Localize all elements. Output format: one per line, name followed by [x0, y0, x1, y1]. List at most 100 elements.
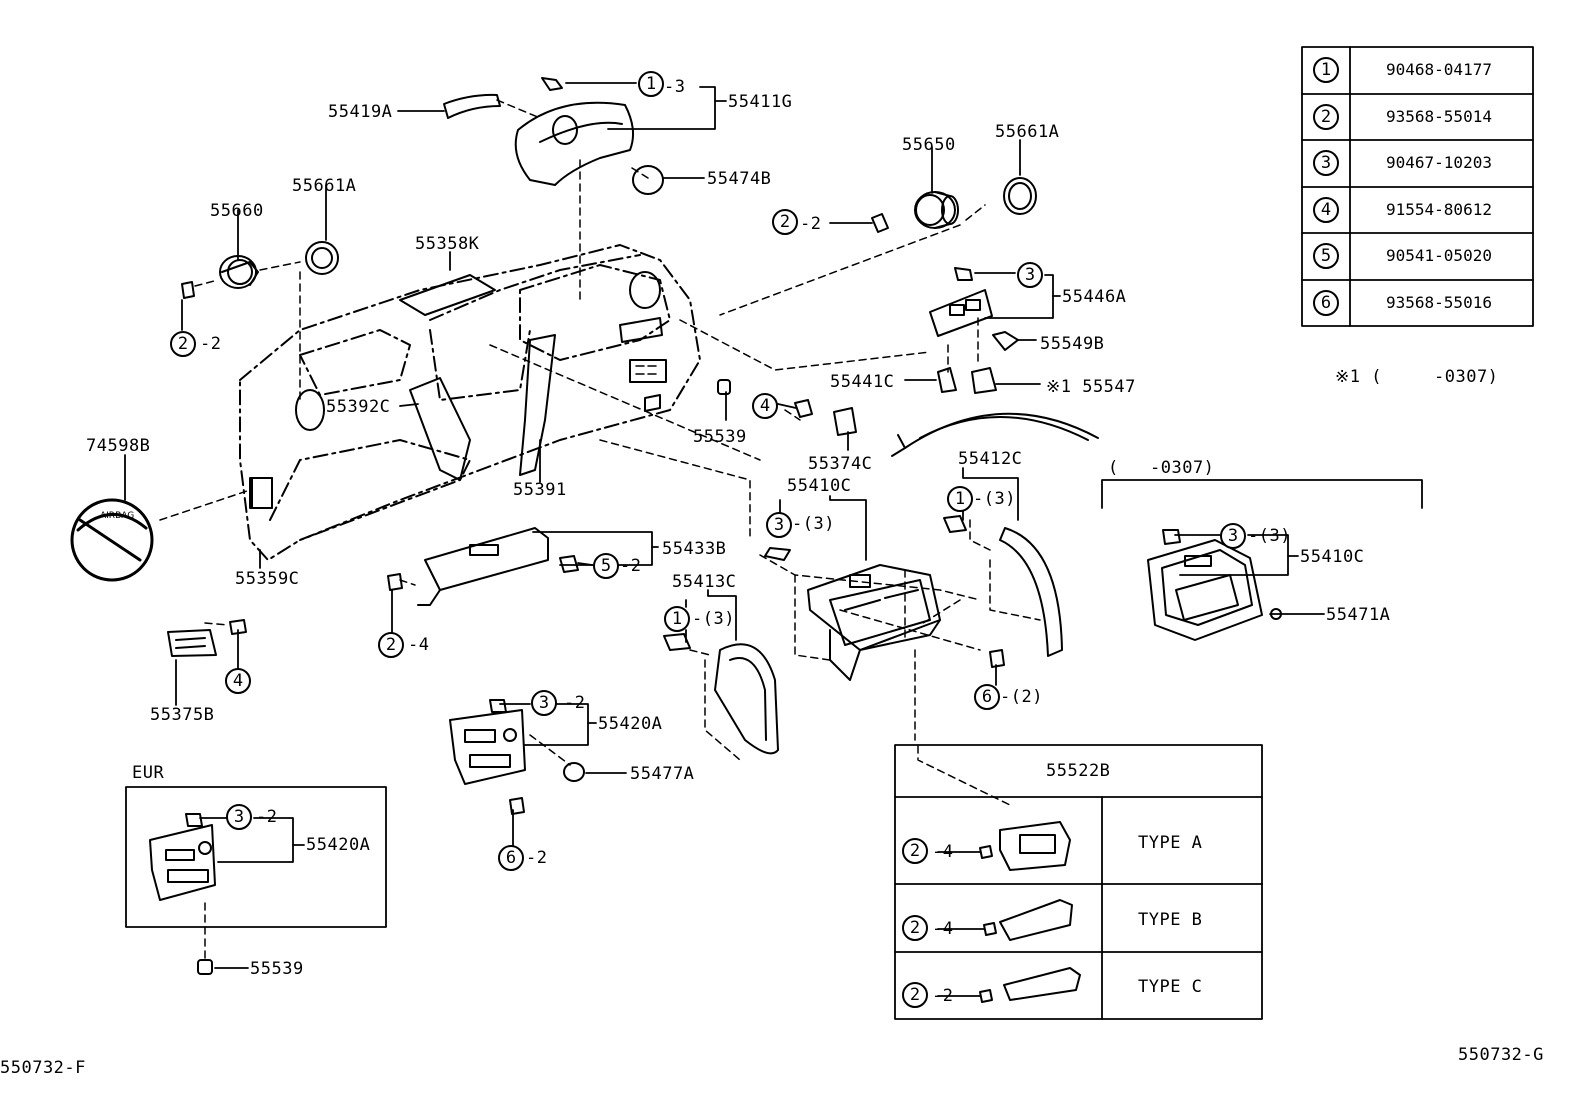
legend-part-number: 90467-10203	[1386, 153, 1492, 172]
part-screw-clip-top	[541, 77, 563, 91]
part-screw-4-top	[794, 399, 813, 418]
label-55411G: 55411G	[728, 92, 793, 112]
legend-mark: 1	[1313, 57, 1339, 83]
label-55420A-b: 55420A	[306, 835, 371, 855]
part-screw-1-55412C	[943, 515, 967, 533]
legend-part-number: 90468-04177	[1386, 60, 1492, 79]
label-eur: EUR	[132, 763, 165, 783]
label-55474B: 55474B	[707, 169, 772, 189]
qty-1-3p-a: -(3)	[973, 489, 1016, 509]
label-55661A-right: 55661A	[995, 122, 1060, 142]
part-55661A-left	[305, 241, 339, 275]
part-74598B-airbag-label: AIRBAG	[70, 498, 154, 582]
label-55660: 55660	[210, 201, 264, 221]
part-55477A	[563, 762, 585, 782]
part-55412C	[999, 527, 1063, 657]
mark-circle: 2	[378, 632, 404, 658]
label-55358K: 55358K	[415, 234, 480, 254]
part-55420A-eur	[149, 824, 216, 901]
mark-circle: 2	[902, 915, 928, 941]
label-55374C: 55374C	[808, 454, 873, 474]
sub-table-qty: -4	[932, 919, 954, 939]
mark-circle: 4	[225, 668, 251, 694]
qty-2-2-left: -2	[200, 334, 222, 354]
label-55539-top: 55539	[693, 427, 747, 447]
legend-part-number: 93568-55016	[1386, 293, 1492, 312]
part-55413C	[714, 643, 779, 755]
range-0307: -0307)	[1150, 458, 1215, 478]
part-55661A-right	[1003, 177, 1037, 215]
mark-circle: 1	[638, 71, 664, 97]
qty-3-2-b: -2	[256, 807, 278, 827]
qty-5-2: -2	[620, 556, 642, 576]
figure-code-left: 550732-F	[0, 1058, 86, 1078]
qty-6-2p: -(2)	[1000, 687, 1043, 707]
part-screw-2-right	[871, 213, 889, 233]
label-55661A-left: 55661A	[292, 176, 357, 196]
label-55413C: 55413C	[672, 572, 737, 592]
mark-circle: 2	[772, 209, 798, 235]
label-55419A: 55419A	[328, 102, 393, 122]
qty-3-2-a: -2	[564, 693, 586, 713]
mark-circle: 6	[974, 684, 1000, 710]
part-screw-5	[559, 555, 579, 573]
part-55374C	[833, 407, 857, 436]
label-55477A: 55477A	[630, 764, 695, 784]
part-55410C-center	[807, 564, 941, 681]
part-55441C	[937, 367, 957, 393]
part-arrow	[891, 412, 1099, 457]
part-screw-55471A	[1270, 608, 1282, 620]
solid-leaders	[124, 82, 1423, 997]
label-55375B: 55375B	[150, 705, 215, 725]
part-55660	[219, 255, 259, 289]
label-55410C: 55410C	[787, 476, 852, 496]
sub-table-qty: -2	[932, 986, 954, 1006]
qty-1-3: -3	[664, 77, 686, 97]
label-74598B: 74598B	[86, 436, 151, 456]
label-55359C: 55359C	[235, 569, 300, 589]
mark-circle: 1	[664, 606, 690, 632]
qty-2-2-right: -2	[800, 214, 822, 234]
part-55420A	[449, 709, 526, 785]
label-55547: ※1 55547	[1046, 377, 1136, 397]
part-55539-bottom	[197, 959, 213, 975]
label-55412C: 55412C	[958, 449, 1023, 469]
label-55420A-a: 55420A	[598, 714, 663, 734]
label-55549B: 55549B	[1040, 334, 1105, 354]
legend-table-grid	[1301, 46, 1534, 327]
part-55433B	[417, 527, 549, 606]
sub-table-grid	[894, 744, 1263, 1020]
mark-circle: 2	[902, 838, 928, 864]
part-screw-6-bottom	[509, 797, 525, 815]
label-55446A: 55446A	[1062, 287, 1127, 307]
part-screw-3-eur	[185, 813, 203, 827]
part-55359C	[251, 477, 273, 509]
mark-circle: 6	[498, 845, 524, 871]
svg-text:AIRBAG: AIRBAG	[100, 511, 134, 521]
mark-circle: 2	[902, 982, 928, 1008]
qty-2-4: -4	[408, 635, 430, 655]
sub-table-type: TYPE C	[1138, 977, 1203, 997]
range-paren: (	[1108, 458, 1119, 478]
legend-part-number: 93568-55014	[1386, 107, 1492, 126]
qty-3-3p-a: -(3)	[792, 514, 835, 534]
part-screw-3-right	[1162, 529, 1181, 545]
part-55539-top	[717, 379, 731, 395]
mark-circle: 3	[766, 512, 792, 538]
mark-circle: 3	[1017, 262, 1043, 288]
legend-mark: 4	[1313, 197, 1339, 223]
legend-mark: 6	[1313, 290, 1339, 316]
label-55539-bottom: 55539	[250, 959, 304, 979]
part-screw-3-55446A	[954, 267, 973, 281]
mark-circle: 3	[1220, 523, 1246, 549]
eur-box	[125, 786, 387, 928]
mark-circle: 2	[170, 331, 196, 357]
sub-table-type: TYPE A	[1138, 833, 1203, 853]
sub-table-qty: -4	[932, 842, 954, 862]
label-55391: 55391	[513, 480, 567, 500]
mark-circle: 1	[947, 486, 973, 512]
legend-mark: 2	[1313, 104, 1339, 130]
qty-1-3p-b: -(3)	[692, 609, 735, 629]
part-screw-4-55375B	[229, 619, 247, 635]
